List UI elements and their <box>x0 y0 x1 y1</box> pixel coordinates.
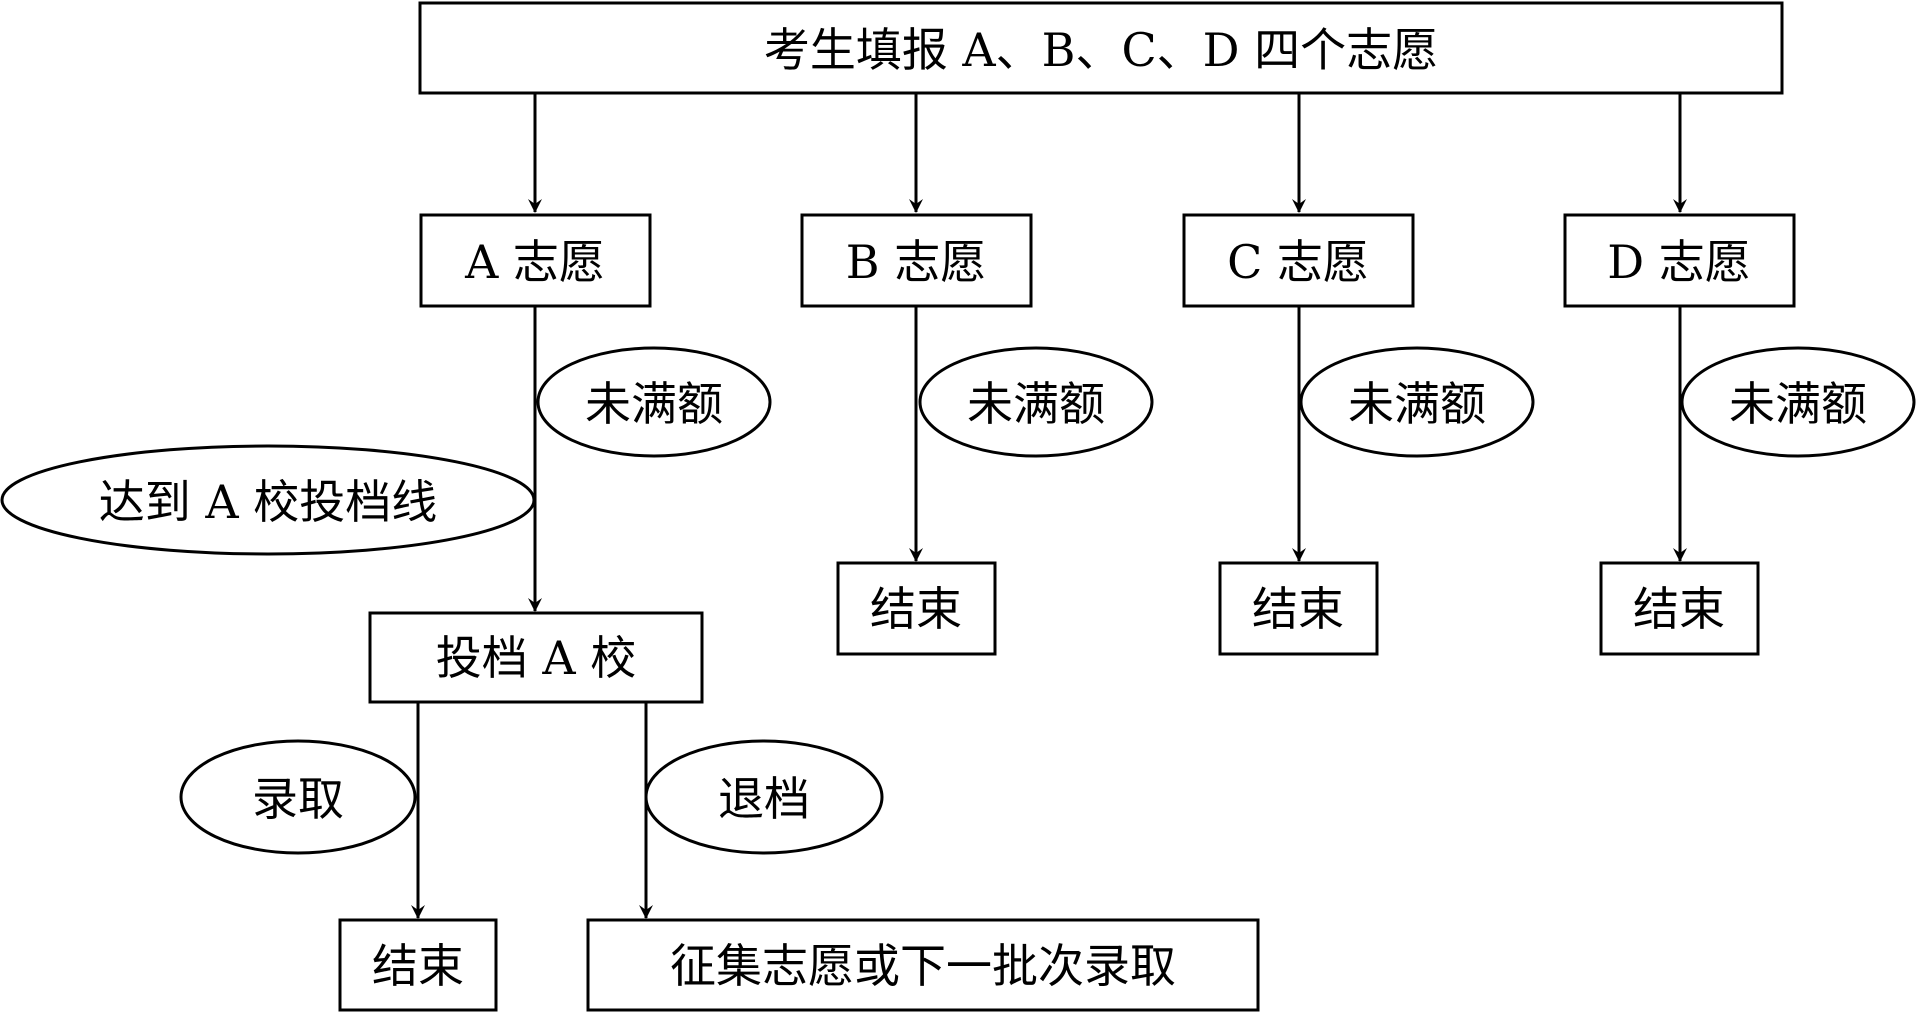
node-end-b-label: 结束 <box>870 582 962 636</box>
condition-unfilled-a-label: 未满额 <box>585 377 723 431</box>
node-top-label: 考生填报 A、B、C、D 四个志愿 <box>764 23 1438 77</box>
node-choice-a: A 志愿 <box>419 213 652 308</box>
node-end-d-label: 结束 <box>1633 582 1725 636</box>
condition-admitted-label: 录取 <box>252 772 344 826</box>
node-end-c-label: 结束 <box>1252 582 1344 636</box>
node-end-b: 结束 <box>836 561 997 656</box>
condition-unfilled-a: 未满额 <box>536 346 772 458</box>
node-end-admit: 结束 <box>338 918 498 1012</box>
node-next-batch-label: 征集志愿或下一批次录取 <box>670 939 1176 993</box>
condition-reach-line: 达到 A 校投档线 <box>0 444 536 556</box>
node-choice-d-label: D 志愿 <box>1607 235 1751 289</box>
node-choice-a-label: A 志愿 <box>464 235 605 289</box>
condition-unfilled-c: 未满额 <box>1299 346 1535 458</box>
condition-unfilled-b: 未满额 <box>918 346 1154 458</box>
condition-withdrawn-label: 退档 <box>718 772 810 826</box>
node-file-a-label: 投档 A 校 <box>436 631 636 685</box>
condition-withdrawn: 退档 <box>644 739 884 855</box>
node-choice-c: C 志愿 <box>1182 213 1415 308</box>
node-next-batch: 征集志愿或下一批次录取 <box>586 918 1260 1012</box>
node-file-a: 投档 A 校 <box>368 611 704 704</box>
node-end-c: 结束 <box>1218 561 1379 656</box>
condition-reach-line-label: 达到 A 校投档线 <box>99 475 437 529</box>
node-end-admit-label: 结束 <box>372 939 464 993</box>
node-choice-c-label: C 志愿 <box>1227 235 1369 289</box>
node-choice-b: B 志愿 <box>800 213 1033 308</box>
condition-unfilled-d: 未满额 <box>1680 346 1916 458</box>
condition-unfilled-b-label: 未满额 <box>967 377 1105 431</box>
node-end-d: 结束 <box>1599 561 1760 656</box>
node-choice-d: D 志愿 <box>1563 213 1796 308</box>
condition-unfilled-d-label: 未满额 <box>1729 377 1867 431</box>
condition-admitted: 录取 <box>179 739 417 855</box>
condition-unfilled-c-label: 未满额 <box>1348 377 1486 431</box>
node-choice-b-label: B 志愿 <box>846 235 986 289</box>
node-top: 考生填报 A、B、C、D 四个志愿 <box>418 1 1784 95</box>
